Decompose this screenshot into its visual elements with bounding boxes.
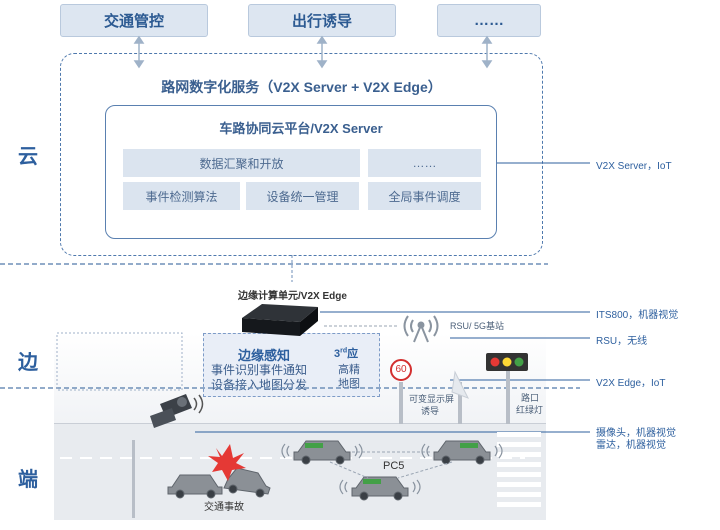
top-box-more: ……: [437, 4, 541, 37]
cell-label: ……: [412, 156, 437, 170]
right-label-its800: ITS800，机器视觉: [596, 310, 679, 321]
platform-cell-device-mgmt: 设备统一管理: [246, 182, 359, 210]
cell-label: 事件检测算法: [145, 189, 218, 204]
cell-label: 数据汇聚和开放: [199, 156, 284, 171]
accident-label: 交通事故: [204, 502, 244, 513]
cell-label: 全局事件调度: [388, 189, 461, 204]
top-box-traffic-control: 交通管控: [60, 4, 208, 37]
camera-icon: [132, 394, 204, 518]
platform-title: 车路协同云平台/V2X Server: [219, 121, 383, 136]
right-label-radar: 雷达，机器视觉: [596, 440, 666, 451]
platform-cell-event-dispatch: 全局事件调度: [368, 182, 481, 210]
cell-label: 设备统一管理: [266, 189, 339, 204]
top-box-label: ……: [474, 12, 504, 29]
layer-label-cloud: 云: [18, 146, 38, 168]
top-box-label: 出行诱导: [291, 13, 352, 30]
traffic-light-label-1: 路口: [521, 393, 540, 403]
rsu-antenna-icon: [403, 315, 439, 343]
top-box-label: 交通管控: [103, 13, 164, 30]
layer-label-end: 端: [18, 469, 38, 491]
top-arrows: [133, 35, 493, 69]
accident-cars: [167, 467, 271, 499]
right-label-rsu: RSU，无线: [596, 336, 648, 347]
platform-cell-data-open: 数据汇聚和开放: [123, 149, 360, 177]
hd-map-title: 3rd应: [334, 345, 358, 361]
right-label-camera: 摄像头，机器视觉: [596, 428, 676, 439]
right-label-v2x-edge: V2X Edge，IoT: [596, 378, 666, 389]
rsu-label: RSU/ 5G基站: [450, 321, 505, 331]
collision-icon: [208, 444, 246, 481]
hd-map-line1: 高精: [338, 364, 360, 376]
road-area: [54, 423, 546, 520]
platform-cell-event-detection: 事件检测算法: [123, 182, 240, 210]
pc5-links: [329, 451, 453, 479]
cloud-services-region: [60, 53, 543, 256]
vms-label-1: 可变显示屏: [409, 394, 455, 404]
edge-perception-title: 边缘感知: [238, 348, 291, 363]
pc5-label: PC5: [383, 460, 405, 472]
crosswalk: [497, 432, 541, 507]
hd-map-title-sup: rd: [340, 347, 348, 355]
connected-cars: [293, 440, 491, 501]
right-label-v2x-server: V2X Server，IoT: [596, 161, 672, 172]
speed-sign-value: 60: [395, 364, 407, 375]
edge-perception-line1: 事件识别事件通知: [211, 363, 308, 377]
traffic-light-label-2: 红绿灯: [516, 405, 544, 415]
cloud-service-title: 路网数字化服务（V2X Server + V2X Edge）: [161, 79, 442, 95]
platform-cell-more: ……: [368, 149, 481, 177]
layer-label-edge: 边: [18, 352, 38, 374]
traffic-light-icon: [486, 353, 528, 424]
edge-computer-icon: [242, 304, 318, 336]
hd-map-title-suffix: 应: [347, 348, 359, 360]
edge-unit-label: 边缘计算单元/V2X Edge: [238, 291, 347, 302]
hd-map-line2: 地图: [338, 378, 360, 390]
signal-waves: [281, 443, 503, 495]
hd-map-title-number: 3: [334, 348, 341, 360]
speed-sign-icon: [390, 359, 412, 381]
vms-label-2: 诱导: [421, 406, 440, 416]
